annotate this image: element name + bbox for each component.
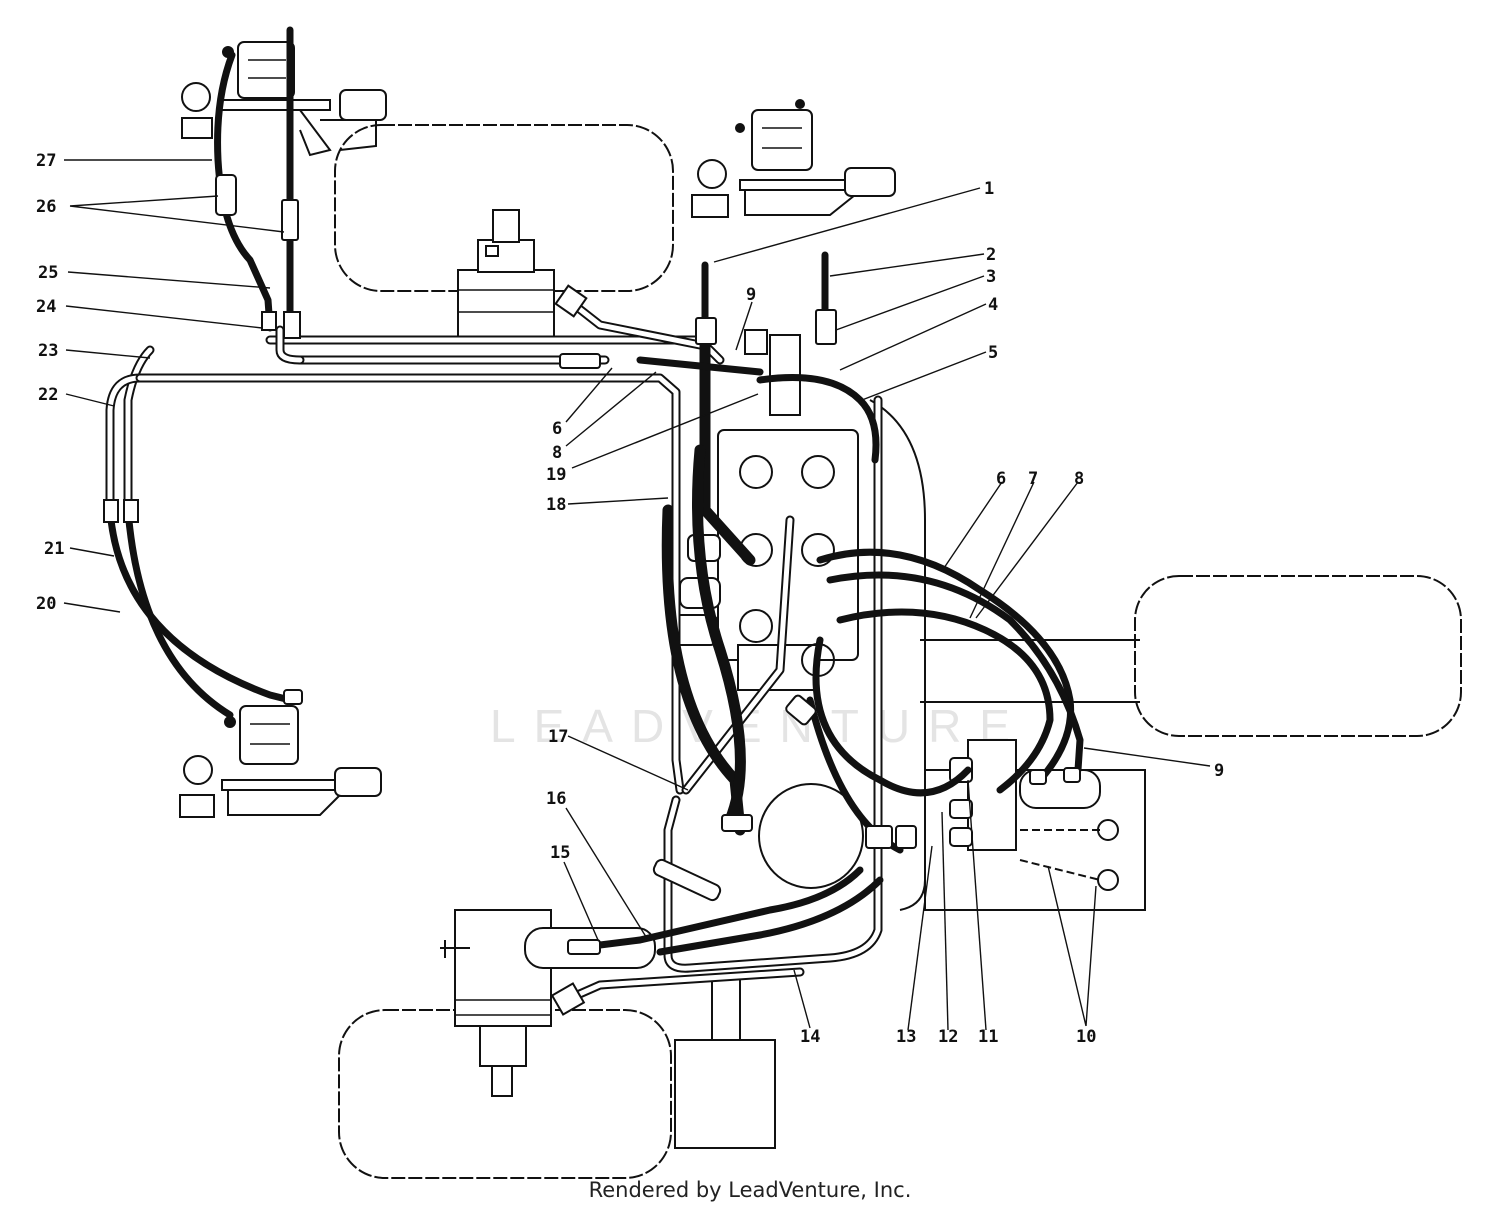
callout-13: 13 — [896, 1027, 916, 1047]
callout-12: 12 — [938, 1027, 958, 1047]
callout-24: 24 — [36, 297, 56, 317]
callout-16: 16 — [546, 789, 566, 809]
callout-1: 1 — [984, 179, 994, 199]
callout-10: 10 — [1076, 1027, 1096, 1047]
footer-credit: Rendered by LeadVenture, Inc. — [588, 1178, 912, 1202]
callout-15: 15 — [550, 843, 570, 863]
callout-27: 27 — [36, 151, 56, 171]
callout-4: 4 — [988, 295, 998, 315]
callout-9-right: 9 — [1214, 761, 1224, 781]
watermark: LEADVENTURE — [490, 700, 1028, 752]
callout-8-right: 8 — [1074, 469, 1084, 489]
callout-19: 19 — [546, 465, 566, 485]
callout-11: 11 — [978, 1027, 998, 1047]
hydraulic-hoses — [106, 26, 1084, 956]
brake-assembly-top-left — [181, 41, 387, 157]
callout-20: 20 — [36, 594, 56, 614]
callout-14: 14 — [800, 1027, 820, 1047]
tire-rear-right — [1134, 575, 1462, 737]
callout-3: 3 — [986, 267, 996, 287]
brake-assembly-bottom-left — [179, 705, 382, 818]
callout-25: 25 — [38, 263, 58, 283]
auxiliary-valve-rear — [949, 739, 1119, 891]
callout-8-center: 8 — [552, 443, 562, 463]
callout-18: 18 — [546, 495, 566, 515]
steering-motor-front — [457, 209, 555, 341]
callout-7: 7 — [1028, 469, 1038, 489]
callout-5: 5 — [988, 343, 998, 363]
callout-labels: 27 26 25 24 23 22 21 20 1 2 3 4 5 9 6 8 … — [36, 151, 1224, 1047]
callout-17: 17 — [548, 727, 568, 747]
callout-9-top: 9 — [746, 285, 756, 305]
leader-lines — [63, 159, 1211, 1031]
callout-22: 22 — [38, 385, 58, 405]
callout-6-right: 6 — [996, 469, 1006, 489]
callout-23: 23 — [38, 341, 58, 361]
callout-2: 2 — [986, 245, 996, 265]
steering-cylinder-rear — [440, 909, 656, 1097]
callout-21: 21 — [44, 539, 64, 559]
callout-6-center: 6 — [552, 419, 562, 439]
fittings — [103, 174, 1081, 1016]
callout-26: 26 — [36, 197, 56, 217]
brake-assembly-top-right — [691, 99, 896, 218]
